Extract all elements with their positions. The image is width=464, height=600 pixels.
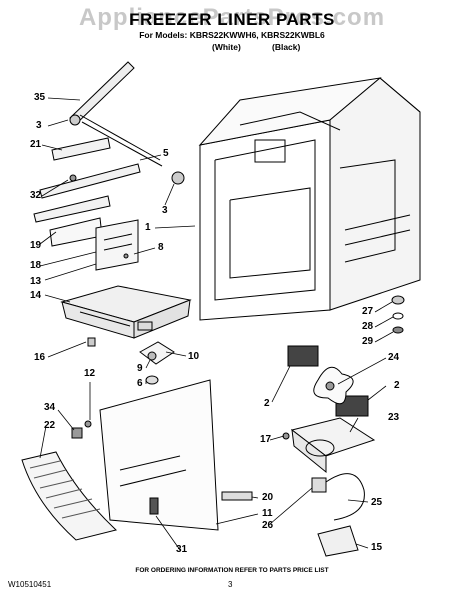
back-panel [99, 379, 219, 531]
callout-31: 31 [176, 544, 188, 555]
side-bracket [95, 219, 139, 271]
model-numbers: For Models: KBRS22KWWH6, KBRS22KWBL6 [139, 30, 325, 40]
thermostat-parts [139, 341, 175, 385]
callout-2: 2 [264, 398, 270, 409]
callout-16: 16 [34, 352, 46, 363]
slide-rails [33, 137, 141, 247]
callout-13: 13 [30, 276, 42, 287]
callout-35: 35 [34, 92, 46, 103]
callout-15: 15 [371, 542, 383, 553]
callout-32: 32 [30, 190, 42, 201]
callout-1: 1 [145, 222, 151, 233]
wire-harness [221, 473, 365, 557]
callout-9: 9 [137, 363, 143, 374]
right-small-parts [391, 295, 405, 334]
callout-20: 20 [262, 492, 274, 503]
callout-8: 8 [158, 242, 164, 253]
callout-3: 3 [36, 120, 42, 131]
callout-17: 17 [260, 434, 272, 445]
callout-2: 2 [394, 380, 400, 391]
callout-21: 21 [30, 139, 42, 150]
callout-23: 23 [388, 412, 400, 423]
page-title: FREEZER LINER PARTS [129, 10, 335, 29]
freezer-liner [198, 77, 421, 321]
callout-27: 27 [362, 306, 374, 317]
callout-11: 11 [262, 508, 273, 519]
watermark: AppliancePartsPros.com [78, 4, 386, 31]
callout-28: 28 [362, 321, 374, 332]
callout-18: 18 [30, 260, 42, 271]
callout-19: 19 [30, 240, 42, 251]
callout-25: 25 [371, 497, 383, 508]
callout-34: 34 [44, 402, 56, 413]
ordering-note: FOR ORDERING INFORMATION REFER TO PARTS … [135, 567, 329, 574]
callout-26: 26 [262, 520, 274, 531]
rail-assembly [69, 61, 185, 185]
callout-24: 24 [388, 352, 400, 363]
callout-10: 10 [188, 351, 200, 362]
fan-assembly [282, 345, 376, 474]
grille [21, 420, 118, 541]
document-number: W10510451 [8, 580, 52, 589]
page-number: 3 [228, 580, 233, 589]
callout-14: 14 [30, 290, 42, 301]
color-black-label: (Black) [272, 42, 301, 52]
color-white-label: (White) [212, 42, 241, 52]
callout-12: 12 [84, 368, 96, 379]
callout-6: 6 [137, 378, 143, 389]
drawer-tray [60, 285, 192, 339]
callout-29: 29 [362, 336, 374, 347]
callout-3: 3 [162, 205, 168, 216]
callout-22: 22 [44, 420, 56, 431]
callout-5: 5 [163, 148, 169, 159]
